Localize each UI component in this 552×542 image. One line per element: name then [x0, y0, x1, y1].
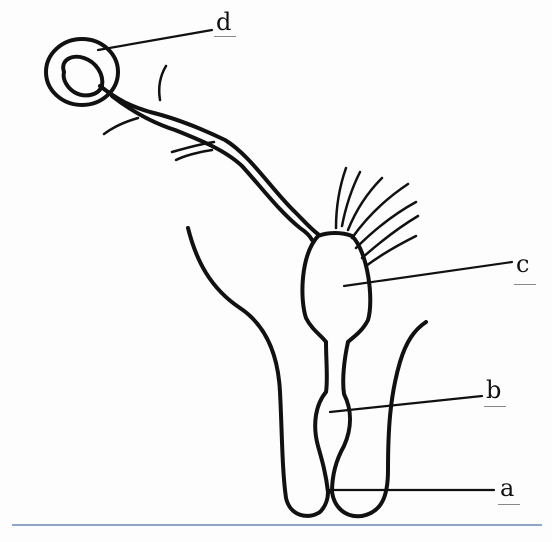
- receptacle: [188, 228, 426, 516]
- filament-7: [366, 236, 416, 266]
- bottom-rule: [12, 524, 542, 526]
- label-d: d: [216, 10, 231, 34]
- tube-left-edge: [315, 342, 328, 492]
- label-a: a: [500, 476, 514, 500]
- filament-2: [342, 172, 360, 226]
- filament-6: [362, 216, 418, 258]
- style-hair-1: [159, 66, 166, 100]
- cup-left: [188, 228, 328, 516]
- label-a-underline: [498, 504, 520, 505]
- leader-b: [330, 396, 482, 412]
- label-c: c: [516, 252, 529, 276]
- label-c-underline: [514, 284, 536, 285]
- leader-d: [98, 30, 212, 50]
- ovule-tube: [315, 342, 350, 492]
- label-d-underline: [214, 36, 236, 37]
- style-hair-4: [176, 150, 212, 160]
- tube-right-edge: [332, 342, 350, 492]
- style: [100, 66, 318, 240]
- style-hair-2: [104, 118, 138, 134]
- label-b: b: [486, 378, 501, 402]
- ovary-outline: [302, 233, 370, 342]
- stigma-inner-curl: [63, 57, 102, 96]
- ovary: [302, 168, 418, 342]
- label-b-underline: [484, 406, 506, 407]
- style-lower-edge: [112, 96, 312, 240]
